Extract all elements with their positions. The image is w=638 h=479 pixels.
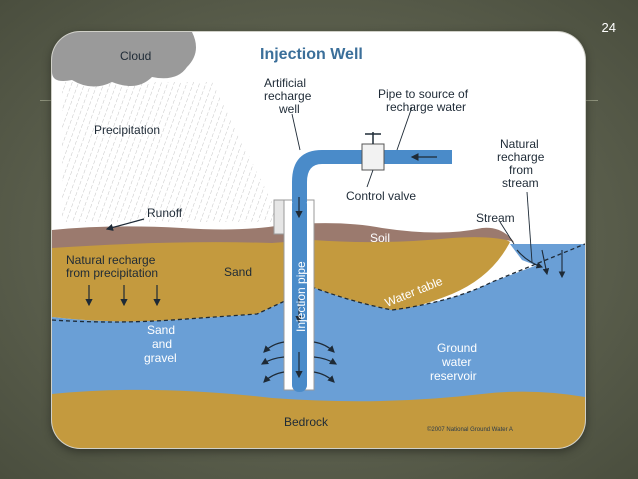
- groundwater-reservoir: [52, 247, 585, 402]
- label-artificial-1: Artificial: [264, 76, 306, 90]
- label-natural-stream-4: stream: [502, 176, 539, 190]
- label-cloud: Cloud: [120, 49, 151, 63]
- sand-layer: [52, 233, 510, 322]
- slide-card: Injection Well Cloud Precipitation Runof…: [52, 32, 585, 448]
- precip-recharge-arrows: [85, 285, 161, 307]
- label-runoff: Runoff: [147, 206, 183, 220]
- label-natural-recharge-precip-1: Natural recharge: [66, 253, 156, 267]
- label-precipitation: Precipitation: [94, 123, 160, 137]
- label-copyright: ©2007 National Ground Water A: [427, 426, 513, 433]
- precipitation-area: [62, 82, 282, 222]
- recharge-pipe: [292, 150, 452, 202]
- leader-lines: [291, 106, 533, 263]
- injection-pipe: [292, 197, 307, 392]
- label-natural-stream-2: recharge: [497, 150, 545, 164]
- cloud-shape: [52, 32, 196, 87]
- label-soil: Soil: [370, 231, 390, 245]
- label-ground-water-1: Ground: [437, 341, 477, 355]
- dispersion-arrows: [260, 341, 338, 383]
- label-control-valve: Control valve: [346, 189, 416, 203]
- page-number: 24: [601, 20, 616, 35]
- diagram-title: Injection Well: [260, 46, 363, 63]
- runoff-arrow: [105, 218, 145, 231]
- water-table-line: [52, 243, 585, 323]
- bedrock-layer: [52, 388, 585, 448]
- control-valve: [361, 143, 385, 171]
- label-natural-stream-1: Natural: [500, 137, 539, 151]
- label-ground-water-2: water: [441, 355, 471, 369]
- injection-well-diagram: Injection Well Cloud Precipitation Runof…: [52, 32, 585, 448]
- label-stream: Stream: [476, 211, 515, 225]
- soil-layer: [52, 223, 514, 248]
- label-sand-gravel-1: Sand: [147, 323, 175, 337]
- label-injection-pipe: Injection pipe: [294, 261, 308, 332]
- stream-water: [510, 244, 585, 282]
- label-sand-gravel-3: gravel: [144, 351, 177, 365]
- label-natural-recharge-precip-2: from precipitation: [66, 266, 158, 280]
- frame-line-right: [584, 100, 598, 101]
- label-bedrock: Bedrock: [284, 415, 329, 429]
- label-sand: Sand: [224, 265, 252, 279]
- label-pipe-source-1: Pipe to source of: [378, 87, 469, 101]
- label-sand-gravel-2: and: [152, 337, 172, 351]
- label-natural-stream-3: from: [509, 163, 533, 177]
- frame-line-left: [40, 100, 54, 101]
- label-ground-water-3: reservoir: [430, 369, 477, 383]
- label-pipe-source-2: recharge water: [386, 100, 466, 114]
- label-artificial-3: well: [278, 102, 300, 116]
- label-artificial-2: recharge: [264, 89, 312, 103]
- stream-recharge-arrows: [516, 249, 566, 279]
